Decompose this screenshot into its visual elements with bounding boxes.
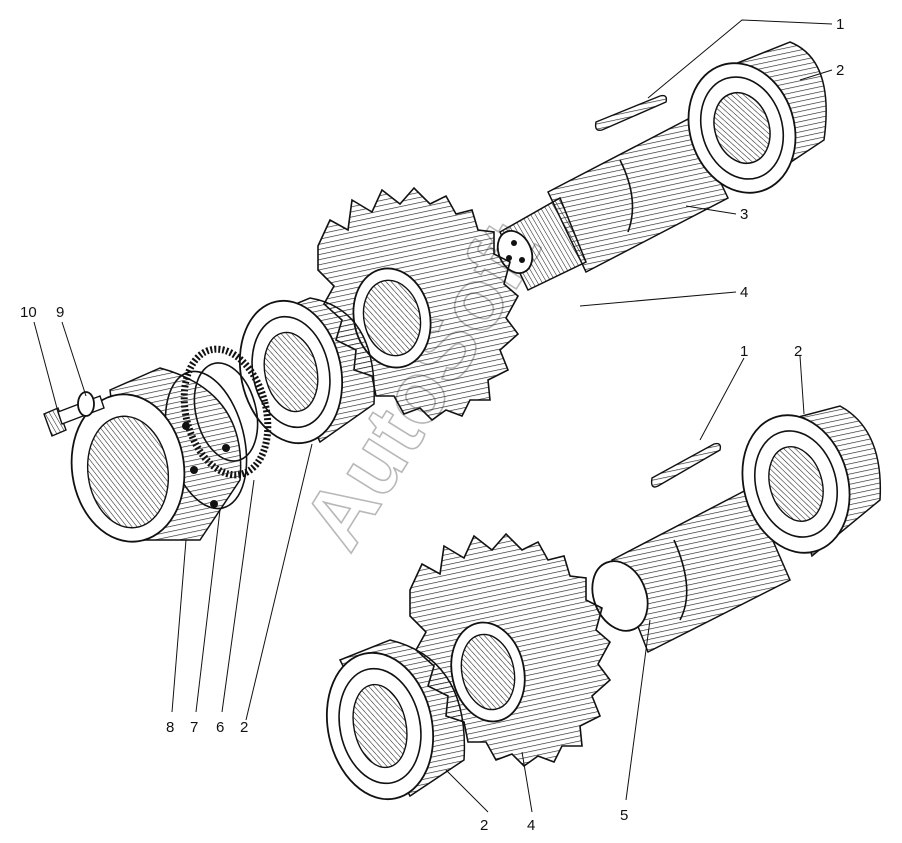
top-shaft <box>496 116 729 292</box>
top-key <box>594 94 668 132</box>
bottom-front-bearing <box>325 639 466 801</box>
callout-cover-bearing: 2 <box>240 719 248 736</box>
callout-cover: 8 <box>166 719 174 736</box>
leader-lines <box>33 19 833 813</box>
top-gear <box>317 186 520 422</box>
bottom-shaft <box>591 486 791 654</box>
bolt-and-washer <box>43 391 105 437</box>
callout-seal: 6 <box>216 719 224 736</box>
callout-top-shaft: 3 <box>740 206 748 223</box>
callout-bolt: 10 <box>20 304 37 321</box>
top-rear-bearing <box>687 41 827 194</box>
callout-bottom-shaft: 5 <box>620 807 628 824</box>
callout-washer: 9 <box>56 304 64 321</box>
callout-bottom-key: 1 <box>740 343 748 360</box>
bottom-rear-bearing <box>741 405 882 558</box>
callout-bottom-front-bearing: 2 <box>480 817 488 834</box>
callout-gasket: 7 <box>190 719 198 736</box>
callout-top-bearing: 2 <box>836 62 844 79</box>
callout-bottom-gear: 4 <box>527 817 535 834</box>
cover-flange <box>70 367 242 543</box>
callout-bottom-rear-bearing: 2 <box>794 343 802 360</box>
bottom-key <box>650 442 722 488</box>
callout-top-key: 1 <box>836 16 844 33</box>
callout-top-gear: 4 <box>740 284 748 301</box>
